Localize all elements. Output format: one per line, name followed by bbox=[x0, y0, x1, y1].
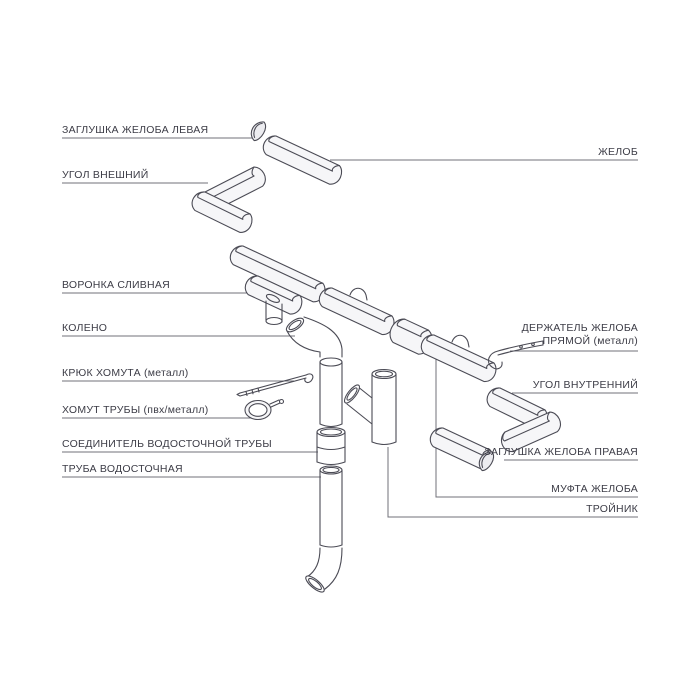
part-outer-corner bbox=[191, 166, 266, 233]
part-elbow bbox=[285, 316, 343, 358]
label-drain-funnel: ВОРОНКА СЛИВНАЯ bbox=[62, 279, 170, 291]
part-gutter-segment-b bbox=[318, 287, 395, 336]
part-drain-funnel bbox=[244, 275, 303, 326]
label-inner-corner: УГОЛ ВНУТРЕННИЙ bbox=[532, 379, 638, 391]
part-gutter-end-cap-left bbox=[250, 121, 267, 142]
label-gutter-end-cap-left: ЗАГЛУШКА ЖЕЛОБА ЛЕВАЯ bbox=[62, 124, 209, 136]
part-inner-corner bbox=[486, 387, 561, 453]
label-downpipe-connector: СОЕДИНИТЕЛЬ ВОДОСТОЧНОЙ ТРУБЫ bbox=[62, 438, 272, 450]
gutter-bracket-hook-1 bbox=[349, 287, 368, 301]
part-gutter-end-cap-right bbox=[478, 451, 495, 472]
label-elbow: КОЛЕНО bbox=[62, 322, 108, 334]
part-clamp-hook bbox=[236, 373, 314, 397]
label-clamp-hook: КРЮК ХОМУТА (металл) bbox=[62, 367, 189, 379]
leader-tee bbox=[387, 447, 638, 518]
part-downpipe-lower bbox=[305, 465, 343, 593]
label-pipe-clamp: ХОМУТ ТРУБЫ (пвх/металл) bbox=[62, 404, 209, 416]
part-gutter-holder bbox=[487, 340, 544, 370]
part-gutter-segment-c bbox=[420, 334, 497, 383]
part-downpipe-connector bbox=[316, 426, 346, 466]
part-gutter-segment-a bbox=[229, 245, 326, 303]
leader-lines bbox=[62, 137, 638, 518]
label-outer-corner: УГОЛ ВНЕШНИЙ bbox=[62, 169, 149, 181]
label-gutter-end-cap-right: ЗАГЛУШКА ЖЕЛОБА ПРАВАЯ bbox=[484, 446, 638, 458]
label-gutter-holder: ДЕРЖАТЕЛЬ ЖЕЛОБА ПРЯМОЙ (металл) bbox=[521, 322, 638, 348]
gutter-bracket-hook-2 bbox=[451, 334, 470, 348]
part-tee bbox=[343, 368, 397, 446]
label-tee: ТРОЙНИК bbox=[586, 503, 638, 515]
label-gutter-coupling: МУФТА ЖЕЛОБА bbox=[551, 483, 638, 495]
part-pipe-clamp bbox=[244, 398, 285, 421]
part-downpipe-upper bbox=[319, 357, 343, 428]
leader-gutter-coupling bbox=[435, 354, 638, 498]
label-downpipe: ТРУБА ВОДОСТОЧНАЯ bbox=[62, 463, 183, 475]
label-gutter: ЖЕЛОБ bbox=[598, 146, 638, 158]
part-gutter-top-section bbox=[262, 135, 343, 185]
